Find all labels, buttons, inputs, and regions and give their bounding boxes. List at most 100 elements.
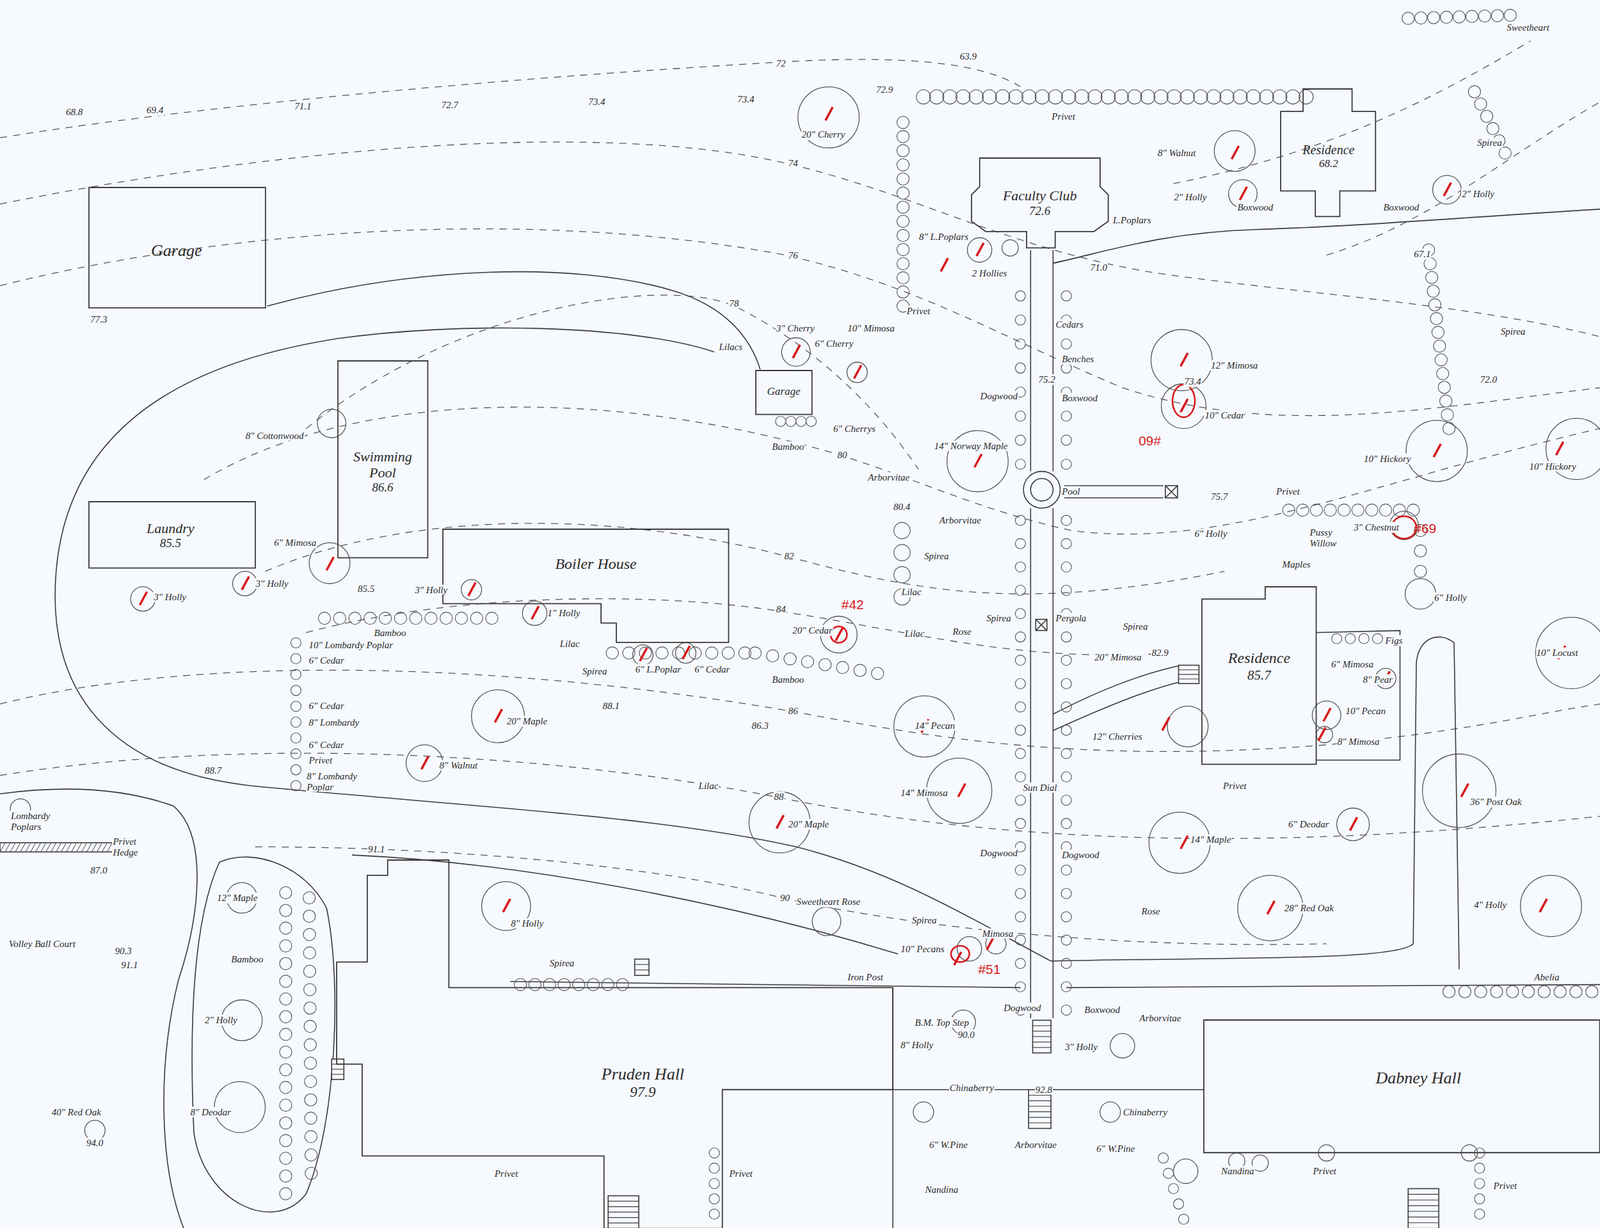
stairs — [331, 1059, 344, 1080]
hedge-shrub — [279, 940, 292, 953]
hedge-shrub — [622, 647, 635, 660]
building-name: Residence — [1302, 142, 1355, 158]
hedge-shrub — [1452, 10, 1465, 24]
hedge-shrub — [1015, 725, 1026, 736]
plan-label: Nandina — [1220, 1166, 1256, 1177]
hedge-shrub — [1015, 981, 1026, 992]
stair-tread — [1032, 1041, 1052, 1043]
hedge-shrub — [1015, 561, 1026, 573]
plan-label: 90 — [779, 892, 791, 904]
plan-label: 28" Red Oak — [1283, 903, 1335, 914]
pool-circle — [1023, 471, 1060, 509]
hedge-shrub — [1504, 8, 1517, 22]
building-name: Laundry — [146, 520, 195, 537]
plan-label: 10" Pecan — [1344, 705, 1387, 717]
hedge-shrub — [1015, 865, 1026, 876]
hedge-hatch — [56, 842, 62, 852]
hedge-shrub — [1246, 89, 1261, 104]
plan-label: 8" Holly — [899, 1039, 934, 1051]
plan-label: 20" Mimosa — [1093, 652, 1142, 664]
plan-label: Dogwood — [1061, 849, 1100, 861]
hedge-shrub — [279, 1152, 292, 1165]
red-check — [1180, 353, 1188, 367]
hedge-shrub — [1061, 981, 1072, 992]
hedge-shrub — [1061, 435, 1072, 446]
hedge-shrub — [290, 748, 301, 760]
plan-label: 3" Chestnut — [1352, 522, 1400, 534]
plan-label: 85.5 — [357, 583, 376, 595]
hedge-shrub — [616, 978, 629, 991]
hedge-shrub — [1178, 1214, 1190, 1225]
building-label: Dabney Hall — [1375, 1068, 1462, 1088]
hedge-shrub — [1434, 353, 1448, 367]
plan-label: Boxwood — [1236, 201, 1274, 213]
tree-symbol — [461, 579, 482, 601]
plan-label: 8" Cottonwood — [245, 430, 305, 442]
hedge-hatch — [46, 842, 52, 852]
hedge-shrub — [896, 229, 909, 242]
building-label: Boiler House — [554, 555, 637, 574]
plan-label: 6" W.Pine — [928, 1139, 969, 1151]
plan-label: Spirea — [1122, 621, 1149, 633]
tree-symbol — [781, 337, 811, 367]
hedge-shrub — [1034, 89, 1049, 104]
stair-tread — [1408, 1222, 1439, 1224]
plan-label: 6" Deodar — [1287, 819, 1330, 831]
hedge-shrub — [304, 1002, 317, 1015]
elevation-number: 97.9 — [601, 1083, 685, 1101]
stair-tread — [634, 969, 649, 971]
red-check — [1239, 186, 1247, 201]
tree-symbol — [812, 906, 841, 936]
hedge-shrub — [896, 272, 909, 285]
road-line — [1052, 209, 1600, 264]
plan-label: 6" Holly — [1193, 528, 1228, 540]
plan-label: 20" Cedar — [791, 625, 834, 637]
hedge-shrub — [304, 1112, 317, 1125]
hedge-shrub — [1193, 89, 1208, 104]
road-line — [1030, 250, 1032, 472]
stairs — [1032, 1020, 1052, 1053]
plan-label: Lilac — [901, 586, 923, 598]
plan-label: 82 — [783, 551, 795, 562]
tree-symbol — [894, 695, 956, 758]
hedge-shrub — [1407, 504, 1420, 517]
plan-label: 6" Mimosa — [1330, 659, 1375, 671]
hedge-shrub — [1206, 89, 1221, 104]
plan-label: 91.1 — [367, 843, 386, 855]
hedge-shrub — [606, 647, 619, 660]
stair-outline — [1408, 1188, 1439, 1228]
plan-label: 6" W.Pine — [1095, 1143, 1136, 1155]
stairs — [634, 959, 649, 976]
hedge-shrub — [348, 612, 361, 625]
hedge-shrub — [1015, 655, 1026, 666]
hedge-shrub — [485, 612, 498, 625]
red-check — [1231, 145, 1239, 160]
plan-label: 69.4 — [145, 104, 164, 116]
hedge-shrub — [1272, 89, 1287, 104]
road-line — [55, 328, 715, 786]
plan-label: Chinaberry — [949, 1082, 995, 1094]
hedge-shrub — [1061, 958, 1072, 969]
plan-label: 71.0 — [1089, 261, 1108, 273]
building-outline: Garage — [755, 370, 813, 415]
plan-label: 8" Deodar — [190, 1107, 232, 1119]
hedge-shrub — [896, 172, 909, 185]
plan-label: 82.9 — [1150, 647, 1169, 659]
plan-label: Pussy Willow — [1309, 527, 1346, 549]
hedge-shrub — [528, 978, 541, 991]
hedge-shrub — [1430, 312, 1443, 325]
stair-outline — [634, 959, 649, 976]
hedge-hatch — [30, 842, 36, 852]
plan-label: 75.7 — [1210, 491, 1229, 503]
hedge-hatch — [71, 842, 77, 852]
stair-tread — [608, 1212, 639, 1213]
hedge-shrub — [1015, 608, 1026, 619]
plan-label: Spirea — [1500, 326, 1527, 338]
hedge-shrub — [290, 637, 301, 648]
building-name: Dabney Hall — [1375, 1068, 1462, 1088]
building-name: Faculty Club — [1002, 188, 1077, 205]
hedge-shrub — [303, 947, 316, 960]
hedge-shrub — [689, 647, 702, 660]
hedge-shrub — [304, 1130, 317, 1144]
